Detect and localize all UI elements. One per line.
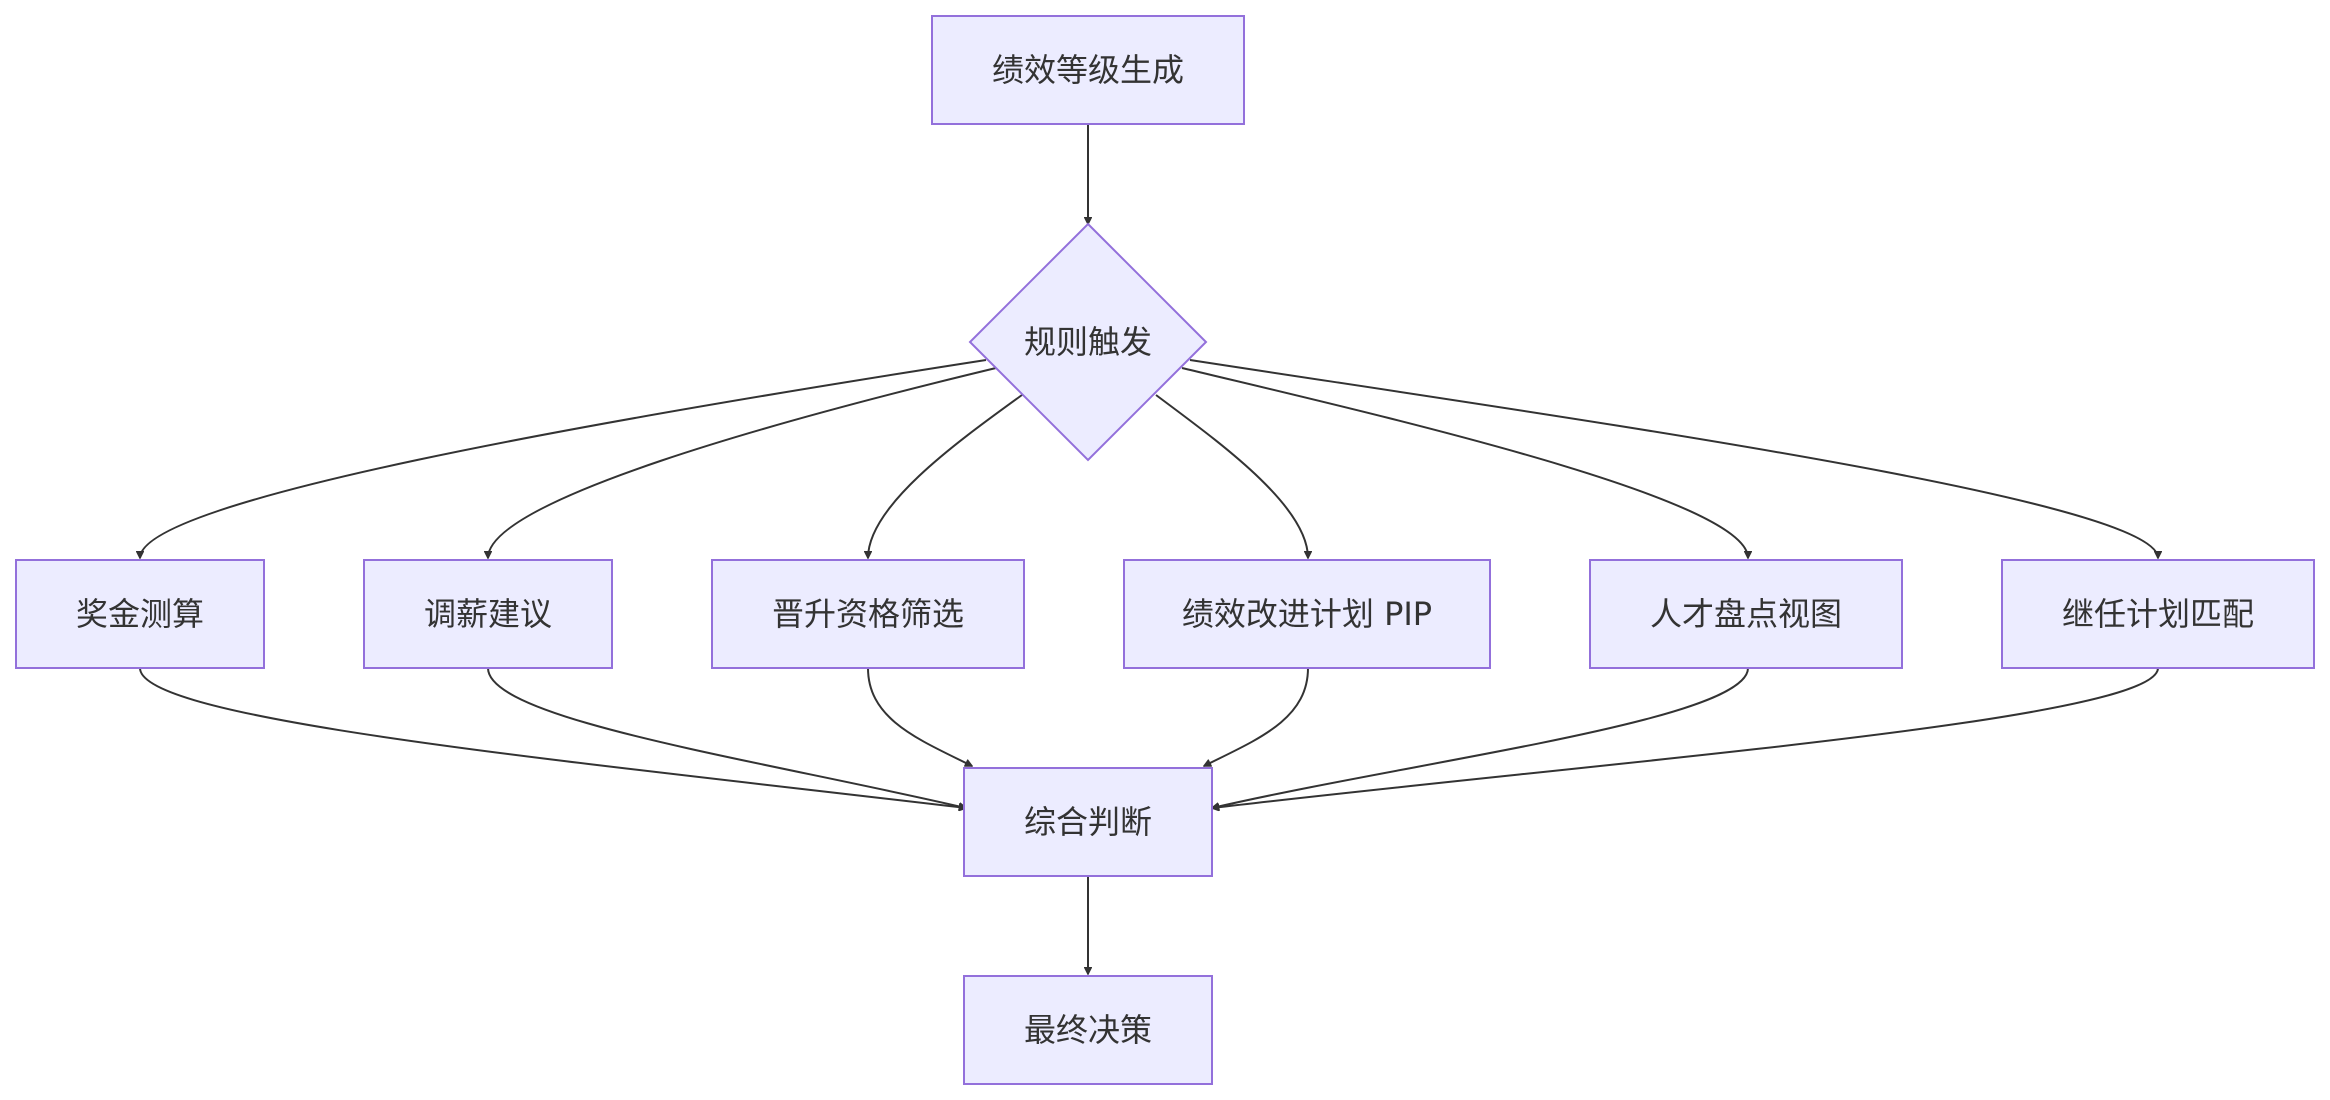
node-salary-box [363,559,613,669]
node-final: 最终决策 [963,975,1213,1085]
node-start-label: 绩效等级生成 [992,51,1184,89]
node-judge-label: 综合判断 [1024,803,1152,841]
node-pip-box [1123,559,1491,669]
edge-rule-to-talent [1181,367,1748,558]
node-final-label: 最终决策 [1024,1011,1152,1049]
node-pip-label: 绩效改进计划 PIP [1182,595,1432,633]
node-rule: 规则触发 [968,222,1208,462]
node-talent: 人才盘点视图 [1589,559,1903,669]
edge-promotion-to-judge [867,667,972,767]
node-succession-box [2001,559,2315,669]
node-bonus-label: 奖金测算 [76,595,204,633]
node-salary: 调薪建议 [363,559,613,669]
edge-bonus-to-judge [139,667,966,808]
edge-pip-to-judge [1204,667,1309,767]
node-salary-label: 调薪建议 [424,595,552,633]
node-bonus: 奖金测算 [15,559,265,669]
node-promotion-label: 晋升资格筛选 [772,595,964,633]
edge-rule-to-succession [1189,359,2158,558]
edge-salary-to-judge [487,667,966,808]
node-rule-diamond [968,222,1208,462]
node-promotion-box [711,559,1025,669]
edges [140,124,2158,974]
node-succession-label: 继任计划匹配 [2062,595,2254,633]
node-succession: 继任计划匹配 [2001,559,2315,669]
node-talent-label: 人才盘点视图 [1650,595,1842,633]
node-final-box [963,975,1213,1085]
node-rule-label: 规则触发 [1024,323,1152,361]
node-pip: 绩效改进计划 PIP [1123,559,1491,669]
edge-talent-to-judge [1212,667,1749,808]
node-talent-box [1589,559,1903,669]
node-promotion: 晋升资格筛选 [711,559,1025,669]
node-start-box [931,15,1245,125]
edge-rule-to-bonus [140,359,987,558]
edge-rule-to-salary [488,367,997,558]
node-judge: 综合判断 [963,767,1213,877]
edge-rule-to-pip [1155,394,1308,558]
edge-rule-to-promotion [868,394,1023,558]
node-start: 绩效等级生成 [931,15,1245,125]
node-bonus-box [15,559,265,669]
edge-succession-to-judge [1212,667,2159,808]
node-judge-box [963,767,1213,877]
